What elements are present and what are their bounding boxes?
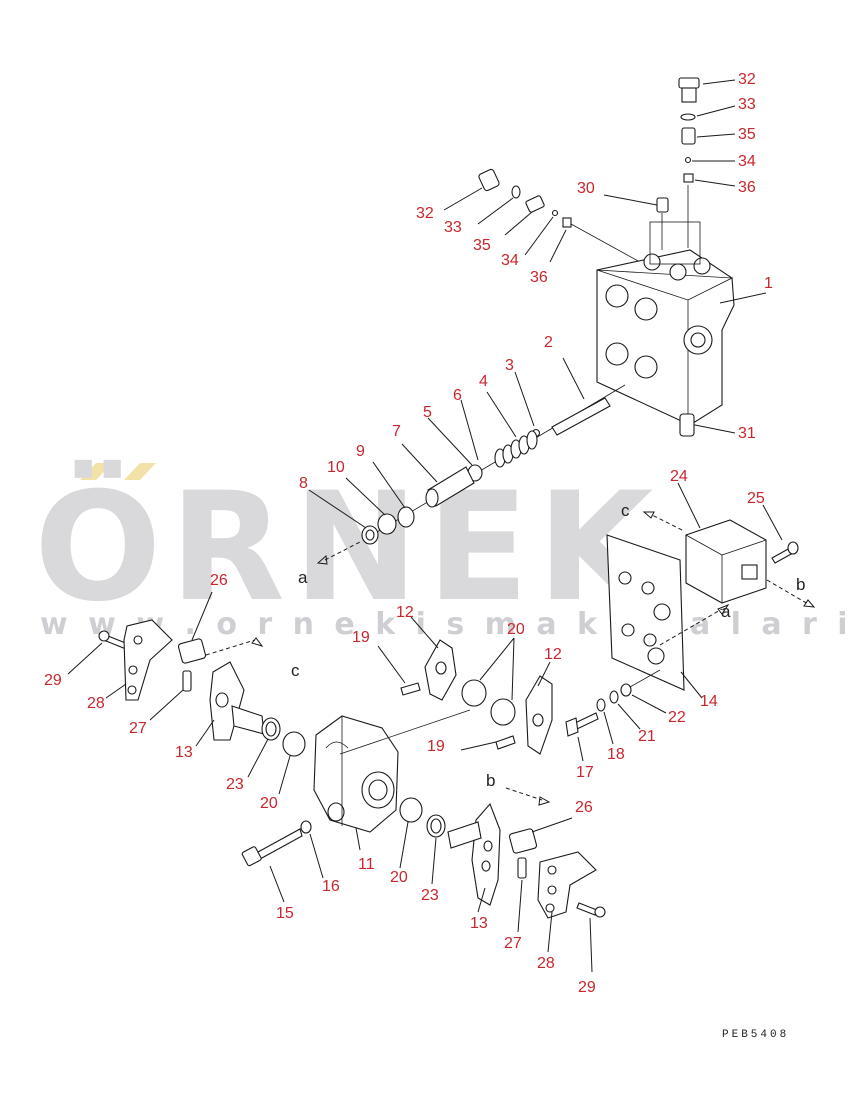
part-number-3: 3 bbox=[505, 357, 514, 374]
part-number-35: 35 bbox=[738, 126, 756, 143]
ref-letter-b: b bbox=[486, 771, 495, 790]
watermark: ÖRNEK w w w . o r n e k i s m a k i n a … bbox=[34, 459, 854, 642]
watermark-umlaut-right bbox=[124, 463, 156, 480]
part-number-27: 27 bbox=[129, 720, 147, 737]
bushings-20 bbox=[461, 637, 516, 726]
part-number-34: 34 bbox=[738, 153, 756, 170]
part-number-33: 33 bbox=[444, 219, 462, 236]
part-number-20: 20 bbox=[507, 621, 525, 638]
part-number-15: 15 bbox=[276, 905, 294, 922]
drawing-code: PEB5408 bbox=[722, 1029, 789, 1041]
lever-12-upper bbox=[377, 616, 457, 701]
part-number-5: 5 bbox=[423, 404, 432, 421]
part-number-19: 19 bbox=[427, 738, 445, 755]
part-number-20: 20 bbox=[390, 869, 408, 886]
plug-stack-top bbox=[678, 77, 736, 248]
part-number-4: 4 bbox=[479, 373, 488, 390]
part-number-9: 9 bbox=[356, 443, 365, 460]
part-number-27: 27 bbox=[504, 935, 522, 952]
part-number-36: 36 bbox=[530, 269, 548, 286]
part-number-12: 12 bbox=[396, 604, 414, 621]
part-number-20: 20 bbox=[260, 795, 278, 812]
cover-plate-14 bbox=[606, 534, 703, 699]
part-number-21: 21 bbox=[638, 728, 656, 745]
part-number-6: 6 bbox=[453, 387, 462, 404]
watermark-brand: ÖRNEK bbox=[34, 459, 661, 635]
part-number-8: 8 bbox=[299, 475, 308, 492]
part-number-36: 36 bbox=[738, 179, 756, 196]
reference-letters: a a b b c c bbox=[291, 501, 805, 790]
part-number-28: 28 bbox=[87, 695, 105, 712]
part-number-32: 32 bbox=[738, 71, 756, 88]
part-number-16: 16 bbox=[322, 878, 340, 895]
ref-letter-c: c bbox=[621, 501, 630, 520]
ref-letter-c: c bbox=[291, 661, 300, 680]
part-number-28: 28 bbox=[537, 955, 555, 972]
part-number-31: 31 bbox=[738, 425, 756, 442]
part-number-24: 24 bbox=[670, 468, 688, 485]
part-number-1: 1 bbox=[764, 275, 773, 292]
part-number-32: 32 bbox=[416, 205, 434, 222]
watermark-url: w w w . o r n e k i s m a k i n a l a r … bbox=[40, 607, 854, 642]
bolt-25 bbox=[762, 504, 799, 564]
bolt-17-washers bbox=[565, 669, 667, 762]
part-number-35: 35 bbox=[473, 237, 491, 254]
part-30 bbox=[603, 194, 669, 250]
part-number-18: 18 bbox=[607, 746, 625, 763]
lever-group-right bbox=[399, 787, 606, 973]
spool-stack bbox=[308, 357, 626, 565]
part-number-19: 19 bbox=[352, 629, 370, 646]
part-number-34: 34 bbox=[501, 252, 519, 269]
lever-group-left bbox=[67, 591, 306, 795]
ref-letter-a: a bbox=[298, 568, 308, 587]
part-number-labels: 32 33 35 34 36 32 33 35 34 36 30 1 2 3 4… bbox=[44, 71, 773, 996]
valve-body-1 bbox=[596, 221, 767, 434]
ref-letter-a: a bbox=[721, 602, 731, 621]
block-24 bbox=[642, 482, 816, 646]
part-number-26: 26 bbox=[575, 799, 593, 816]
part-number-17: 17 bbox=[576, 764, 594, 781]
bracket-11 bbox=[313, 709, 471, 851]
part-number-12: 12 bbox=[544, 646, 562, 663]
bolt-15-washer-16 bbox=[241, 820, 324, 903]
part-number-2: 2 bbox=[544, 334, 553, 351]
part-number-29: 29 bbox=[44, 672, 62, 689]
part-number-10: 10 bbox=[327, 459, 345, 476]
ref-letter-b: b bbox=[796, 575, 805, 594]
part-number-14: 14 bbox=[700, 693, 718, 710]
plug-stack-left bbox=[443, 168, 641, 263]
part-number-26: 26 bbox=[210, 572, 228, 589]
part-number-23: 23 bbox=[421, 887, 439, 904]
watermark-umlaut-left bbox=[80, 463, 112, 480]
part-number-30: 30 bbox=[577, 180, 595, 197]
part-number-11: 11 bbox=[358, 856, 375, 873]
part-number-22: 22 bbox=[668, 709, 686, 726]
part-number-7: 7 bbox=[392, 423, 401, 440]
part-number-25: 25 bbox=[747, 490, 765, 507]
part-number-29: 29 bbox=[578, 979, 596, 996]
part-number-23: 23 bbox=[226, 776, 244, 793]
part-number-13: 13 bbox=[175, 744, 193, 761]
part-number-33: 33 bbox=[738, 96, 756, 113]
part-31 bbox=[679, 413, 695, 437]
lever-12-lower bbox=[460, 661, 553, 755]
part-number-13: 13 bbox=[470, 915, 488, 932]
